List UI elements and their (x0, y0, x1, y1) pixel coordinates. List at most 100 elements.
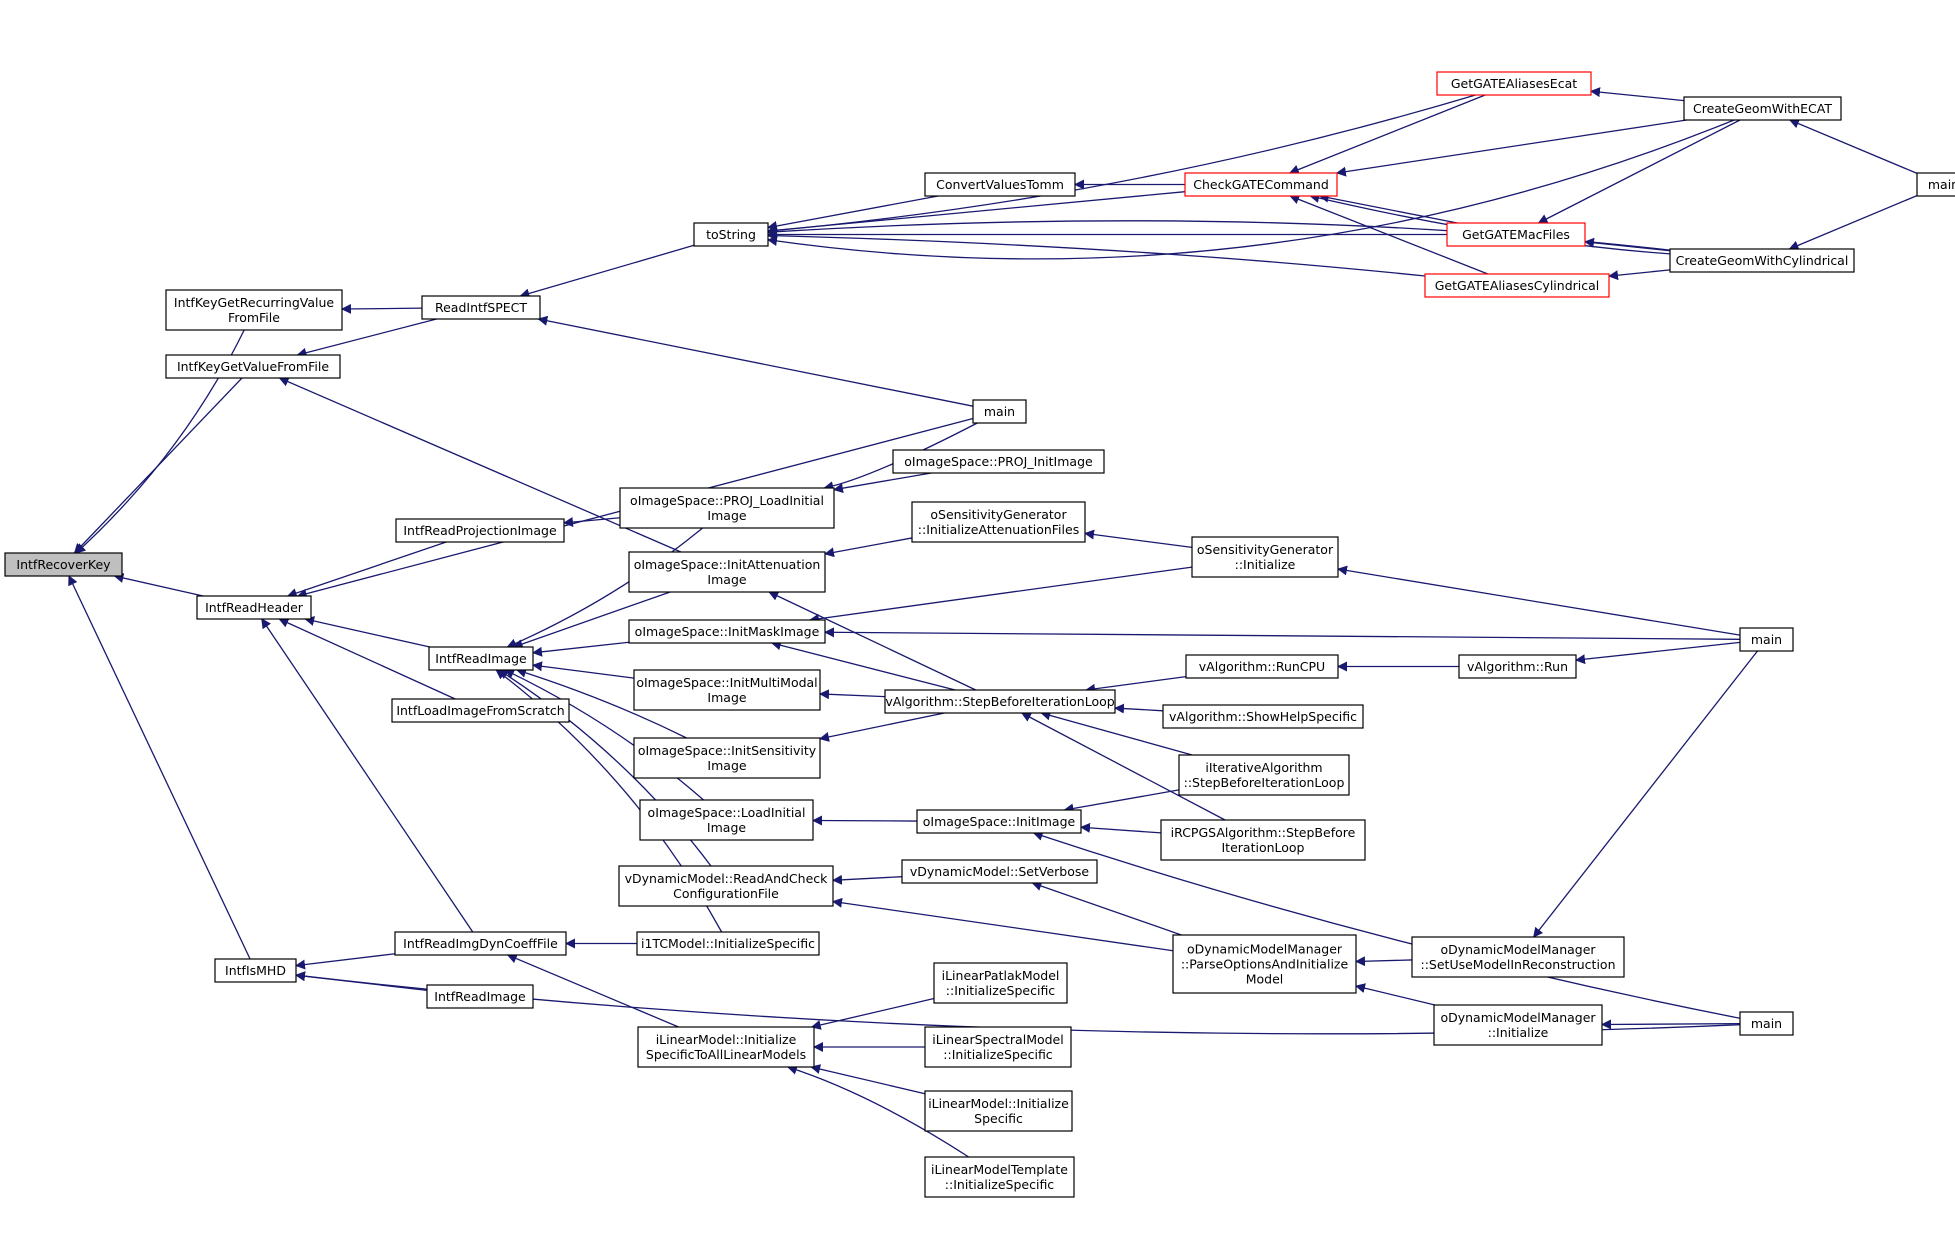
edge-iterstep-to-initimage (1063, 789, 1180, 814)
node-box (1184, 172, 1338, 197)
node-parseopt[interactable]: oDynamicModelManager::ParseOptionsAndIni… (1172, 934, 1357, 994)
node-setuse[interactable]: oDynamicModelManager::SetUseModelInRecon… (1411, 936, 1625, 978)
node-spectral[interactable]: iLinearSpectralModel::InitializeSpecific (924, 1026, 1072, 1068)
node-patlak[interactable]: iLinearPatlakModel::InitializeSpecific (933, 962, 1068, 1004)
node-label: IntfReadImage (435, 651, 527, 666)
edge-setuse-to-parseopt (1355, 956, 1413, 967)
node-box (394, 931, 567, 956)
node-box (1172, 934, 1357, 994)
node-label: vAlgorithm::ShowHelpSpecific (1169, 709, 1357, 724)
node-box (395, 518, 565, 543)
node-checkgate[interactable]: CheckGATECommand (1184, 172, 1338, 197)
node-projinit[interactable]: oImageSpace::PROJ_InitImage (892, 449, 1105, 474)
node-label: IntfLoadImageFromScratch (396, 703, 564, 718)
node-box (924, 1026, 1072, 1068)
node-box (633, 669, 821, 711)
node-tostring[interactable]: toString (693, 222, 769, 247)
node-label: ::StepBeforeIterationLoop (1184, 775, 1345, 790)
edge-lintempl-to-linspec (786, 1065, 969, 1158)
edge-gate_ecat-to-checkgate (1288, 94, 1486, 175)
node-box (972, 399, 1027, 424)
edge-setverbose-to-readcheck (832, 874, 903, 885)
node-recover[interactable]: IntfRecoverKey (4, 552, 123, 577)
edge-main2-to-geomcyl (1788, 194, 1918, 251)
node-box (619, 487, 835, 529)
node-box (1424, 273, 1610, 298)
node-sensatt[interactable]: oSensitivityGenerator::InitializeAttenua… (911, 501, 1086, 543)
node-label: ::Initialize (1235, 557, 1296, 572)
node-stepbefore[interactable]: vAlgorithm::StepBeforeIterationLoop (884, 689, 1116, 714)
node-box (924, 172, 1076, 197)
node-readspect[interactable]: ReadIntfSPECT (421, 295, 541, 320)
node-label: vAlgorithm::RunCPU (1199, 659, 1325, 674)
edge-dyncoeff-to-ismhd (295, 953, 396, 970)
edge-tostring-to-readspect (519, 244, 695, 299)
edge-stepbefore-to-initatt (768, 591, 977, 691)
edge-iterstep-to-stepbefore (1040, 710, 1193, 756)
node-linspec[interactable]: iLinearModel::InitializeSpecificToAllLin… (637, 1026, 815, 1068)
edge-dyncoeff-to-header (261, 618, 474, 933)
node-main1[interactable]: main (972, 399, 1027, 424)
node-label: iLinearModel::Initialize (928, 1096, 1069, 1111)
node-label: iRCPGSAlgorithm::StepBefore (1171, 825, 1356, 840)
node-main4[interactable]: main (1739, 1011, 1794, 1036)
node-geomecat[interactable]: CreateGeomWithECAT (1683, 96, 1842, 121)
node-gate-cyl[interactable]: GetGATEAliasesCylindrical (1424, 273, 1610, 298)
node-runcpu[interactable]: vAlgorithm::RunCPU (1185, 654, 1339, 679)
node-initimage[interactable]: oImageSpace::InitImage (916, 809, 1082, 834)
node-label: CreateGeomWithECAT (1693, 101, 1832, 116)
node-dyncoeff[interactable]: IntfReadImgDynCoeffFile (394, 931, 567, 956)
node-readimg1[interactable]: IntfReadImage (428, 646, 534, 671)
node-readcheck[interactable]: vDynamicModel::ReadAndCheckConfiguration… (618, 865, 834, 907)
node-sensinit[interactable]: oSensitivityGenerator::Initialize (1191, 536, 1339, 578)
edge-readspect-to-getval (296, 318, 437, 358)
node-showhelp[interactable]: vAlgorithm::ShowHelpSpecific (1162, 704, 1364, 729)
node-header[interactable]: IntfReadHeader (196, 595, 312, 620)
node-label: oImageSpace::InitSensitivity (638, 743, 817, 758)
node-box (1739, 1011, 1794, 1036)
node-label: FromFile (228, 310, 280, 325)
edge-loadinit-to-readimg1 (504, 669, 704, 801)
node-box (1191, 536, 1339, 578)
node-label: IntfReadHeader (205, 600, 304, 615)
edge-main3-to-setuse (1533, 650, 1759, 938)
node-convert[interactable]: ConvertValuesTomm (924, 172, 1076, 197)
node-lintempl[interactable]: iLinearModelTemplate::InitializeSpecific (924, 1156, 1075, 1198)
edge-main4-to-initimage (1032, 831, 1741, 1019)
node-gate-ecat[interactable]: GetGATEAliasesEcat (1436, 71, 1592, 96)
node-iterstep[interactable]: iIterativeAlgorithm::StepBeforeIteration… (1178, 754, 1350, 796)
node-ismhd[interactable]: IntfIsMHD (214, 958, 297, 983)
node-label: oImageSpace::PROJ_InitImage (904, 454, 1093, 469)
node-dmminit[interactable]: oDynamicModelManager::Initialize (1433, 1004, 1603, 1046)
node-i1tc[interactable]: i1TCModel::InitializeSpecific (636, 931, 820, 956)
node-main3[interactable]: main (1739, 627, 1794, 652)
node-linmodel[interactable]: iLinearModel::InitializeSpecific (924, 1090, 1073, 1132)
node-main2[interactable]: main (1916, 172, 1955, 197)
node-label: main (1928, 177, 1955, 192)
node-label: iIterativeAlgorithm (1205, 760, 1322, 775)
node-setverbose[interactable]: vDynamicModel::SetVerbose (901, 859, 1098, 884)
edge-rcpgs-to-stepbefore (1020, 712, 1226, 821)
node-label: iLinearModelTemplate (931, 1162, 1068, 1177)
node-getval[interactable]: IntfKeyGetValueFromFile (165, 354, 341, 379)
node-label: oDynamicModelManager (1187, 942, 1343, 957)
node-gatemac[interactable]: GetGATEMacFiles (1446, 222, 1586, 247)
node-run[interactable]: vAlgorithm::Run (1458, 654, 1577, 679)
edge-geomcyl-to-gate_cyl (1608, 269, 1671, 281)
node-initmask[interactable]: oImageSpace::InitMaskImage (628, 619, 826, 644)
node-label: ::InitializeSpecific (945, 1177, 1055, 1192)
node-label: iLinearPatlakModel (942, 968, 1060, 983)
node-geomcyl[interactable]: CreateGeomWithCylindrical (1669, 248, 1855, 273)
node-rcpgs[interactable]: iRCPGSAlgorithm::StepBeforeIterationLoop (1160, 819, 1366, 861)
node-readimg2[interactable]: IntfReadImage (426, 984, 534, 1009)
node-loadscratch[interactable]: IntfLoadImageFromScratch (391, 698, 570, 723)
node-readproj[interactable]: IntfReadProjectionImage (395, 518, 565, 543)
edge-sensatt-to-initatt (824, 537, 913, 558)
